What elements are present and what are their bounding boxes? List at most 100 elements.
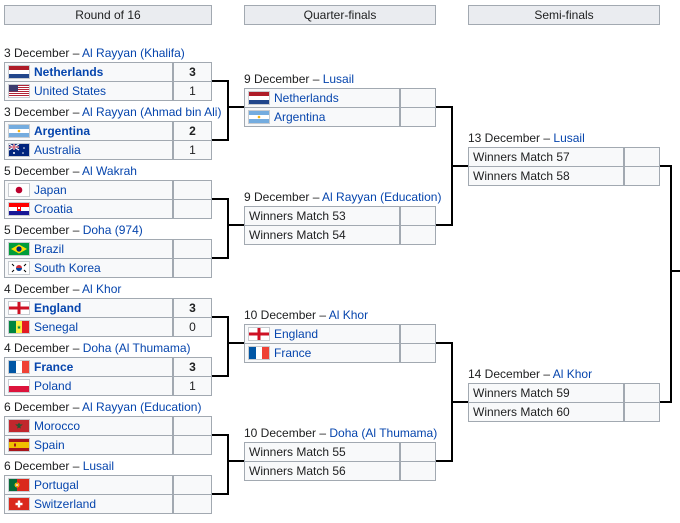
match-label: 9 December – Al Rayyan (Education): [244, 190, 441, 204]
poland-flag: [8, 379, 30, 393]
bracket-connector-line: [212, 80, 228, 82]
team-row: Winners Match 58: [468, 166, 624, 186]
morocco-flag: [8, 419, 30, 433]
team-row: Senegal: [4, 317, 173, 337]
team-row: Morocco: [4, 416, 173, 436]
match-date: 6 December –: [4, 459, 83, 473]
match-label: 5 December – Al Wakrah: [4, 164, 137, 178]
match-date: 4 December –: [4, 341, 83, 355]
match-venue-link[interactable]: Al Rayyan (Education): [322, 190, 442, 204]
team-score: [173, 180, 212, 200]
team-name-link[interactable]: Poland: [34, 379, 72, 393]
match-venue-link[interactable]: Al Khor: [82, 282, 122, 296]
team-score: [624, 383, 660, 403]
match-date: 9 December –: [244, 72, 323, 86]
team-row: Winners Match 60: [468, 402, 624, 422]
japan-flag: [8, 183, 30, 197]
team-score: [173, 416, 212, 436]
match-venue-link[interactable]: Al Rayyan (Education): [82, 400, 202, 414]
netherlands-flag: [248, 91, 270, 105]
team-name-link[interactable]: England: [274, 327, 319, 341]
team-score: 1: [173, 81, 212, 101]
bracket-connector-line: [670, 165, 672, 403]
team-name-link[interactable]: Morocco: [34, 419, 81, 433]
team-name-link[interactable]: Netherlands: [274, 91, 339, 105]
team-name-link[interactable]: Australia: [34, 143, 81, 157]
bracket-connector-line: [212, 139, 228, 141]
bracket-connector-line: [436, 106, 452, 108]
bracket-connector-line: [436, 342, 452, 344]
team-name-link[interactable]: Argentina: [34, 124, 91, 138]
match-label: 13 December – Lusail: [468, 131, 585, 145]
team-score: [400, 442, 436, 462]
team-name-link[interactable]: Netherlands: [34, 65, 104, 79]
bracket-connector-line: [228, 342, 244, 344]
match-label: 10 December – Doha (Al Thumama): [244, 426, 437, 440]
bracket-connector-line: [228, 224, 244, 226]
bracket-connector-line: [212, 493, 228, 495]
match-venue-link[interactable]: Al Wakrah: [82, 164, 137, 178]
argentina-flag: [8, 124, 30, 138]
team-score: 2: [173, 121, 212, 141]
team-score: 3: [173, 357, 212, 377]
team-name-link[interactable]: Switzerland: [34, 497, 97, 511]
match-venue-link[interactable]: Al Khor: [328, 308, 369, 322]
spain-flag: [8, 438, 30, 452]
france-flag: [8, 360, 30, 374]
team-score: [400, 461, 436, 481]
team-name-link[interactable]: France: [34, 360, 74, 374]
team-score: [173, 199, 212, 219]
placeholder-team-name: Winners Match 59: [473, 386, 570, 400]
team-name-link[interactable]: Senegal: [34, 320, 79, 334]
match-venue-link[interactable]: Al Rayyan (Ahmad bin Ali): [82, 105, 222, 119]
bracket-connector-line: [212, 375, 228, 377]
match-date: 4 December –: [4, 282, 83, 296]
team-score: 1: [173, 376, 212, 396]
placeholder-team-name: Winners Match 54: [249, 228, 346, 242]
bracket-connector-line: [452, 165, 468, 167]
team-name-link[interactable]: France: [274, 346, 312, 360]
match-venue-link[interactable]: Doha (974): [82, 223, 143, 237]
match-date: 5 December –: [4, 164, 83, 178]
team-name-link[interactable]: South Korea: [34, 261, 101, 275]
australia-flag: [8, 143, 30, 157]
team-row: South Korea: [4, 258, 173, 278]
match-label: 5 December – Doha (974): [4, 223, 143, 237]
bracket-connector-line: [212, 198, 228, 200]
placeholder-team-name: Winners Match 57: [473, 150, 570, 164]
team-row: Winners Match 55: [244, 442, 400, 462]
bracket-connector-line: [227, 80, 229, 141]
team-name-link[interactable]: Japan: [34, 183, 67, 197]
match-venue-link[interactable]: Lusail: [322, 72, 355, 86]
match-venue-link[interactable]: Lusail: [82, 459, 115, 473]
bracket-connector-line: [660, 165, 672, 167]
match-label: 14 December – Al Khor: [468, 367, 592, 381]
match-venue-link[interactable]: Doha (Al Thumama): [329, 426, 438, 440]
team-row: Winners Match 54: [244, 225, 400, 245]
match-venue-link[interactable]: Al Rayyan (Khalifa): [82, 46, 185, 60]
team-row: Spain: [4, 435, 173, 455]
match-label: 3 December – Al Rayyan (Ahmad bin Ali): [4, 105, 221, 119]
team-name-link[interactable]: Spain: [34, 438, 65, 452]
match-label: 6 December – Lusail: [4, 459, 114, 473]
match-date: 3 December –: [4, 46, 83, 60]
team-score: [173, 494, 212, 514]
placeholder-team-name: Winners Match 53: [249, 209, 346, 223]
match-venue-link[interactable]: Doha (Al Thumama): [82, 341, 191, 355]
bracket-connector-line: [212, 434, 228, 436]
team-row: United States: [4, 81, 173, 101]
team-name-link[interactable]: Croatia: [34, 202, 73, 216]
match-venue-link[interactable]: Lusail: [553, 131, 585, 145]
team-name-link[interactable]: England: [34, 301, 82, 315]
team-name-link[interactable]: Portugal: [34, 478, 79, 492]
team-row: Switzerland: [4, 494, 173, 514]
team-score: [173, 239, 212, 259]
header-semi-finals: Semi-finals: [468, 5, 660, 25]
team-name-link[interactable]: Brazil: [34, 242, 65, 256]
team-name-link[interactable]: Argentina: [274, 110, 326, 124]
match-venue-link[interactable]: Al Khor: [552, 367, 593, 381]
team-name-link[interactable]: United States: [34, 84, 107, 98]
match-label: 4 December – Al Khor: [4, 282, 121, 296]
match-label: 9 December – Lusail: [244, 72, 354, 86]
team-score: [173, 258, 212, 278]
